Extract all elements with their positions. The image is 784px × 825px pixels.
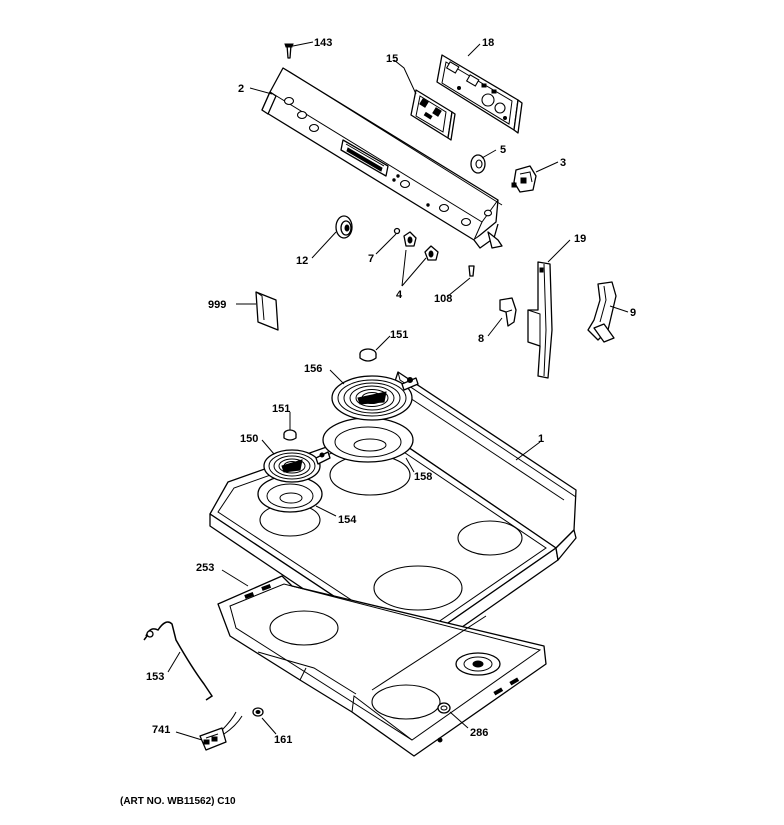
literature-card-part-999	[255, 291, 279, 331]
terminal-block-part-741	[199, 711, 243, 751]
surface-unit-part-156	[331, 375, 419, 421]
callout-253: 253	[196, 562, 214, 574]
callout-286: 286	[470, 727, 488, 739]
callout-7: 7	[368, 253, 374, 265]
bracket-part-8	[499, 297, 517, 327]
control-board-part-18	[436, 54, 523, 134]
receptacle-part-151-front	[283, 429, 297, 441]
callout-1: 1	[538, 433, 544, 445]
receptacle-part-151-rear	[359, 348, 377, 362]
body-panel-part-253	[217, 575, 547, 757]
callout-108: 108	[434, 293, 452, 305]
callout-153: 153	[146, 671, 164, 683]
surface-unit-part-150	[263, 449, 331, 483]
knobs-part-4	[403, 231, 439, 261]
callout-150: 150	[240, 433, 258, 445]
art-number-caption: (ART NO. WB11562) C10	[120, 796, 236, 807]
callout-154: 154	[338, 514, 357, 526]
leader-lines	[167, 41, 629, 741]
callout-999: 999	[208, 299, 226, 311]
callout-156: 156	[304, 363, 322, 375]
switch-part-3	[511, 165, 537, 193]
callout-9: 9	[630, 307, 636, 319]
callout-5: 5	[500, 144, 506, 156]
callout-143: 143	[314, 37, 332, 49]
callout-158: 158	[414, 471, 432, 483]
callout-151-front: 151	[272, 403, 290, 415]
wire-part-153	[143, 621, 214, 701]
bracket-part-19	[527, 261, 553, 379]
callout-2: 2	[238, 83, 244, 95]
knob-part-12	[335, 215, 353, 239]
clip-part-286	[437, 702, 451, 714]
callout-3: 3	[560, 157, 566, 169]
screw-part-108	[468, 265, 475, 277]
callout-4: 4	[396, 289, 403, 301]
screw-part-143	[284, 43, 294, 59]
callout-12: 12	[296, 255, 308, 267]
callout-15: 15	[386, 53, 398, 65]
callout-19: 19	[574, 233, 586, 245]
drip-pan-part-158	[322, 417, 414, 463]
callout-161: 161	[274, 734, 292, 746]
backsplash-panel	[261, 67, 503, 249]
callout-151-rear: 151	[390, 329, 408, 341]
drip-pan-part-154	[257, 475, 323, 513]
control-board-part-15	[410, 89, 456, 141]
callout-741: 741	[152, 724, 170, 736]
callout-labels: 143 2 15 18 5 3 12 7 4 108 19 999 8 9 15…	[146, 37, 636, 746]
spring-part-7	[393, 227, 401, 235]
grommet-part-161	[252, 707, 264, 717]
switch-nut-part-5	[470, 154, 486, 174]
callout-18: 18	[482, 37, 494, 49]
latch-part-9	[587, 281, 617, 343]
callout-8: 8	[478, 333, 484, 345]
